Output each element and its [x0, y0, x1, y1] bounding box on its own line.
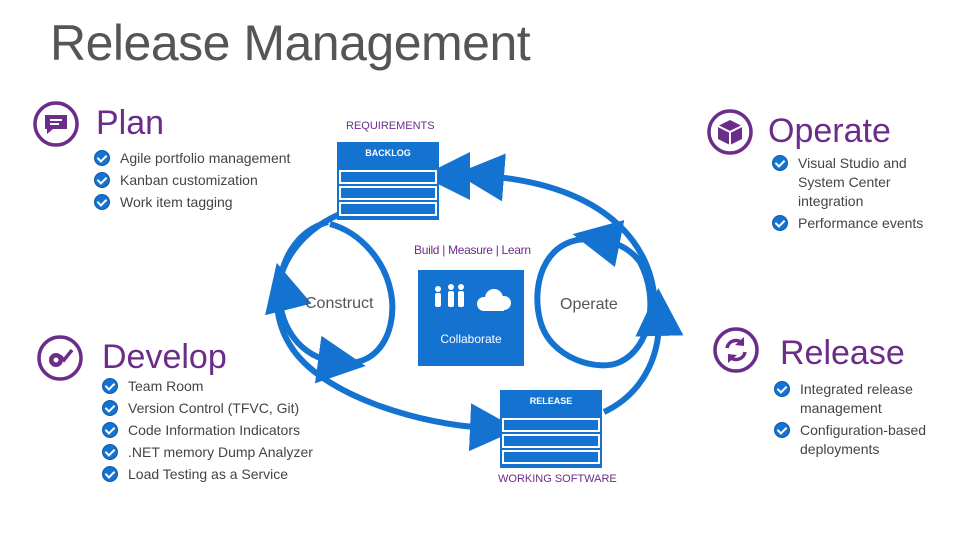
plan-list: Agile portfolio management Kanban custom… [92, 149, 332, 212]
check-icon [774, 381, 790, 397]
check-icon [102, 466, 118, 482]
backlog-stack: BACKLOG [337, 142, 439, 220]
release-bar [502, 418, 600, 432]
release-bar [502, 434, 600, 448]
backlog-label: BACKLOG [365, 148, 411, 158]
release-list: Integrated release management Configurat… [772, 380, 952, 459]
list-item: Work item tagging [92, 193, 332, 212]
cloud-icon [477, 289, 511, 311]
check-icon [102, 422, 118, 438]
list-item: Integrated release management [772, 380, 952, 418]
working-software-caption: WORKING SOFTWARE [498, 473, 617, 485]
list-item: Visual Studio and System Center integrat… [770, 154, 950, 211]
build-measure-learn: Build | Measure | Learn [414, 243, 531, 257]
check-icon [102, 400, 118, 416]
people-icon [435, 284, 464, 307]
list-item: Performance events [770, 214, 950, 233]
list-item: Configuration-based deployments [772, 421, 952, 459]
operate-title: Operate [768, 112, 891, 150]
backlog-bar [339, 170, 437, 184]
release-stack-label: RELEASE [529, 396, 573, 406]
collaborate-label: Collaborate [440, 332, 502, 346]
check-icon [102, 444, 118, 460]
operate-loop [534, 236, 654, 369]
list-item: Version Control (TFVC, Git) [100, 399, 360, 418]
release-title: Release [780, 334, 905, 372]
check-icon [772, 215, 788, 231]
develop-title: Develop [102, 338, 227, 376]
list-item: Kanban customization [92, 171, 332, 190]
release-bar [502, 450, 600, 464]
operate-arrowhead [572, 219, 625, 268]
check-icon [772, 155, 788, 171]
list-item: Load Testing as a Service [100, 465, 360, 484]
backlog-bar [339, 202, 437, 216]
list-item: Team Room [100, 377, 360, 396]
arrow-release-up [602, 288, 684, 415]
check-icon [774, 422, 790, 438]
plan-title: Plan [96, 104, 165, 142]
requirements-caption: REQUIREMENTS [346, 120, 435, 132]
develop-list: Team Room Version Control (TFVC, Git) Co… [100, 377, 360, 484]
check-icon [94, 172, 110, 188]
construct-arrowhead-left [265, 262, 312, 316]
list-item: Code Information Indicators [100, 421, 360, 440]
check-icon [94, 194, 110, 210]
list-item: .NET memory Dump Analyzer [100, 443, 360, 462]
release-stack: RELEASE [500, 390, 602, 468]
operate-loop-label: Operate [560, 296, 618, 313]
backlog-bar [339, 186, 437, 200]
page-title: Release Management [50, 15, 531, 71]
check-icon [102, 378, 118, 394]
construct-loop-right [329, 221, 396, 367]
speech-bubble-icon [33, 101, 79, 147]
check-icon [94, 150, 110, 166]
construct-label: Construct [305, 295, 374, 312]
operate-list: Visual Studio and System Center integrat… [770, 154, 950, 233]
refresh-icon [713, 327, 759, 373]
list-item: Agile portfolio management [92, 149, 332, 168]
package-icon [707, 109, 753, 155]
collaborate-icons [435, 284, 511, 311]
gear-check-icon [37, 335, 83, 381]
collaborate-box: Collaborate [418, 270, 524, 366]
